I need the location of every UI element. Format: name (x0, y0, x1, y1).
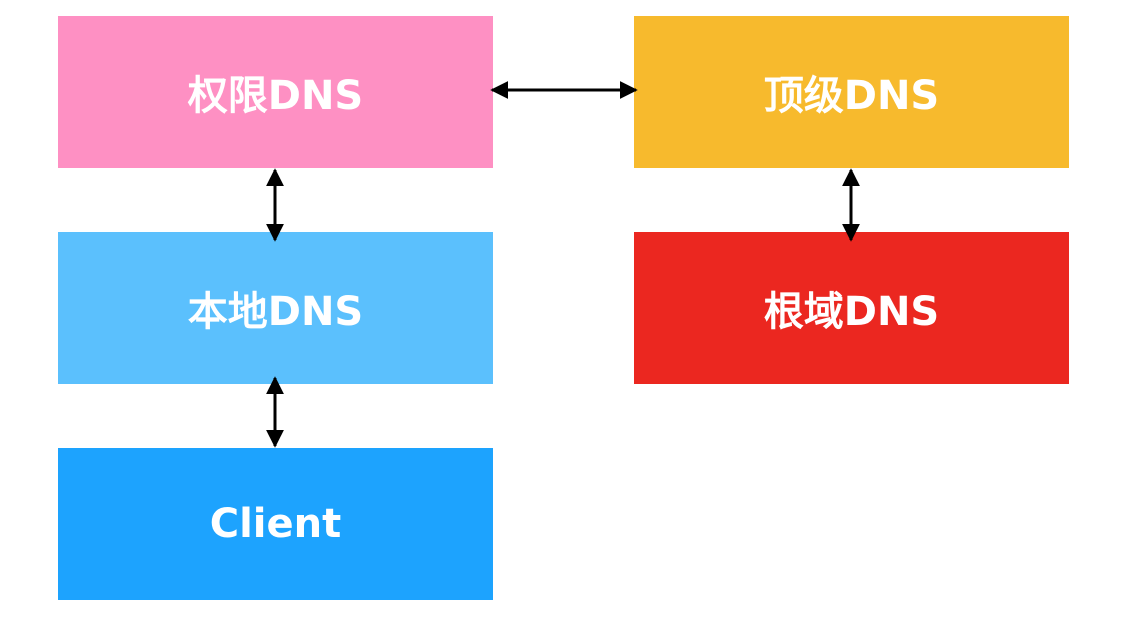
root-dns-label: 根域DNS (763, 289, 940, 335)
tld-dns-box: 顶级DNS (634, 16, 1069, 168)
root-dns-box: 根域DNS (634, 232, 1069, 384)
tld-dns-label: 顶级DNS (763, 73, 940, 119)
local-dns-box: 本地DNS (58, 232, 493, 384)
local-dns-label: 本地DNS (187, 289, 364, 335)
client-label: Client (209, 501, 342, 547)
client-box: Client (58, 448, 493, 600)
authoritative-dns-label: 权限DNS (187, 73, 364, 119)
authoritative-dns-box: 权限DNS (58, 16, 493, 168)
